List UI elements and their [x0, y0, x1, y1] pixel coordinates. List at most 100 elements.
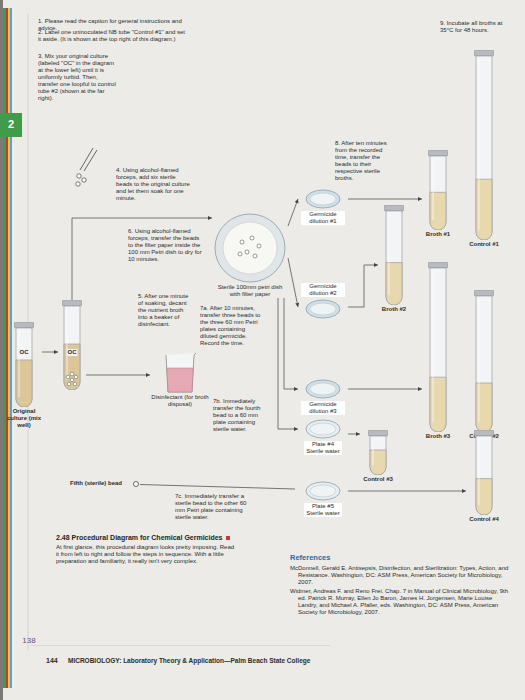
connector	[348, 489, 466, 493]
instruction-step: 8. After ten minutes from the recorded t…	[335, 140, 397, 182]
plate-rim	[306, 380, 340, 398]
connector-line	[86, 375, 150, 376]
broth	[64, 344, 80, 390]
connector	[278, 298, 298, 431]
bead	[82, 178, 86, 182]
arrowhead	[374, 263, 378, 267]
test-tube: OC	[58, 300, 86, 390]
tube-highlight	[479, 299, 480, 422]
node-label: Broth #2	[378, 306, 410, 313]
tube-tag: OC	[67, 349, 78, 356]
connector	[288, 199, 298, 226]
arrowhead	[294, 387, 298, 391]
plate-liquid	[310, 383, 336, 395]
tube-cap	[385, 205, 404, 211]
footer-rule	[30, 645, 330, 647]
petri-dish: Sterile 100mm petri dish with filter pap…	[212, 212, 288, 298]
instruction-step: 7b. Immediately transfer the fourth bead…	[213, 398, 272, 433]
plate-liquid	[310, 485, 336, 497]
page-stamp: 138	[16, 636, 42, 646]
node-label: Germicide dilution #1	[301, 211, 345, 225]
bead	[67, 382, 71, 386]
arrowhead	[356, 432, 360, 436]
test-tube: Control #4	[466, 430, 502, 523]
tube-highlight	[479, 59, 480, 230]
plate-rim	[306, 190, 340, 208]
bead	[245, 250, 249, 254]
tube-highlight	[67, 309, 68, 380]
arrowhead	[146, 373, 150, 377]
test-tube: Broth #2	[378, 205, 410, 313]
tube-drawing	[466, 430, 502, 515]
plate-drawing	[298, 378, 348, 400]
connector	[348, 263, 378, 307]
bead	[77, 174, 81, 178]
test-tube: Broth #1	[422, 150, 454, 238]
bead	[70, 372, 74, 376]
tube-drawing	[422, 150, 454, 230]
instruction-step: 6. Using alcohol-flamed forceps, transfe…	[128, 228, 203, 263]
arrowhead	[294, 427, 298, 431]
arrowhead	[54, 350, 58, 354]
binding-edge	[0, 0, 3, 700]
broth	[370, 450, 386, 475]
green-strip	[3, 8, 6, 688]
tube-highlight	[373, 439, 374, 465]
petri-plate: Germicide dilution #2	[298, 282, 348, 320]
dish-drawing	[212, 212, 288, 284]
test-tube: Broth #3	[422, 262, 454, 440]
instruction-step: 2. Label one uninoculated NB tube "Contr…	[38, 29, 188, 43]
petri-plate: Germicide dilution #1	[298, 188, 348, 226]
beaker-drawing	[150, 352, 210, 394]
node-label: Plate #4 Sterile water	[304, 441, 342, 455]
plate-drawing	[298, 418, 348, 440]
blue-strip	[10, 8, 12, 688]
connector-line	[278, 298, 298, 429]
tube-highlight	[433, 271, 434, 422]
running-footer: MICROBIOLOGY: Laboratory Theory & Applic…	[68, 657, 338, 665]
bead	[76, 182, 80, 186]
plate-liquid	[310, 423, 336, 435]
reference-entry: Widmer, Andreas F. and Reno Frei. Chap. …	[290, 588, 512, 616]
test-tube: Control #1	[466, 50, 502, 248]
bead	[70, 378, 74, 382]
bead-label: Fifth (sterile) bead	[70, 480, 132, 487]
petri-plate: Plate #5 Sterile water	[298, 480, 348, 518]
tube-cap	[369, 430, 388, 436]
tube-glass	[476, 436, 492, 515]
node-label: Germicide dilution #3	[301, 401, 345, 415]
tube-glass	[370, 436, 386, 475]
tube-glass	[16, 328, 32, 407]
connector	[42, 350, 58, 354]
broth	[16, 360, 32, 407]
tube-highlight	[389, 214, 390, 295]
tube-glass	[430, 268, 446, 432]
node-label: Plate #5 Sterile water	[304, 503, 342, 517]
yellow-strip	[8, 8, 10, 688]
connector	[348, 432, 360, 436]
connector-line	[72, 218, 212, 300]
test-tube: Control #3	[360, 430, 396, 483]
connector-line	[348, 491, 466, 492]
beaker: Disinfectant (for broth disposal)	[150, 352, 210, 408]
tube-glass	[64, 306, 80, 390]
instruction-step: 4. Using alcohol-flamed forceps, add six…	[116, 167, 190, 202]
connector-line	[284, 298, 298, 389]
node-label: Sterile 100mm petri dish with filter pap…	[212, 284, 288, 298]
test-tube: Control #2	[466, 290, 502, 440]
references-heading: References	[290, 553, 410, 562]
connector-line	[348, 265, 378, 307]
tube-glass	[430, 156, 446, 230]
bead	[73, 382, 77, 386]
instruction-step: 7a. After 10 minutes, transfer three bea…	[200, 305, 262, 347]
broth	[386, 263, 402, 305]
node-label: Control #4	[466, 516, 502, 523]
tube-drawing	[6, 322, 42, 407]
broth	[430, 192, 446, 230]
connector-line	[288, 258, 298, 307]
bead	[66, 375, 70, 379]
connector	[72, 216, 212, 300]
chapter-number: 2	[1, 117, 21, 131]
bead	[250, 236, 254, 240]
page-number: 144	[46, 656, 66, 665]
